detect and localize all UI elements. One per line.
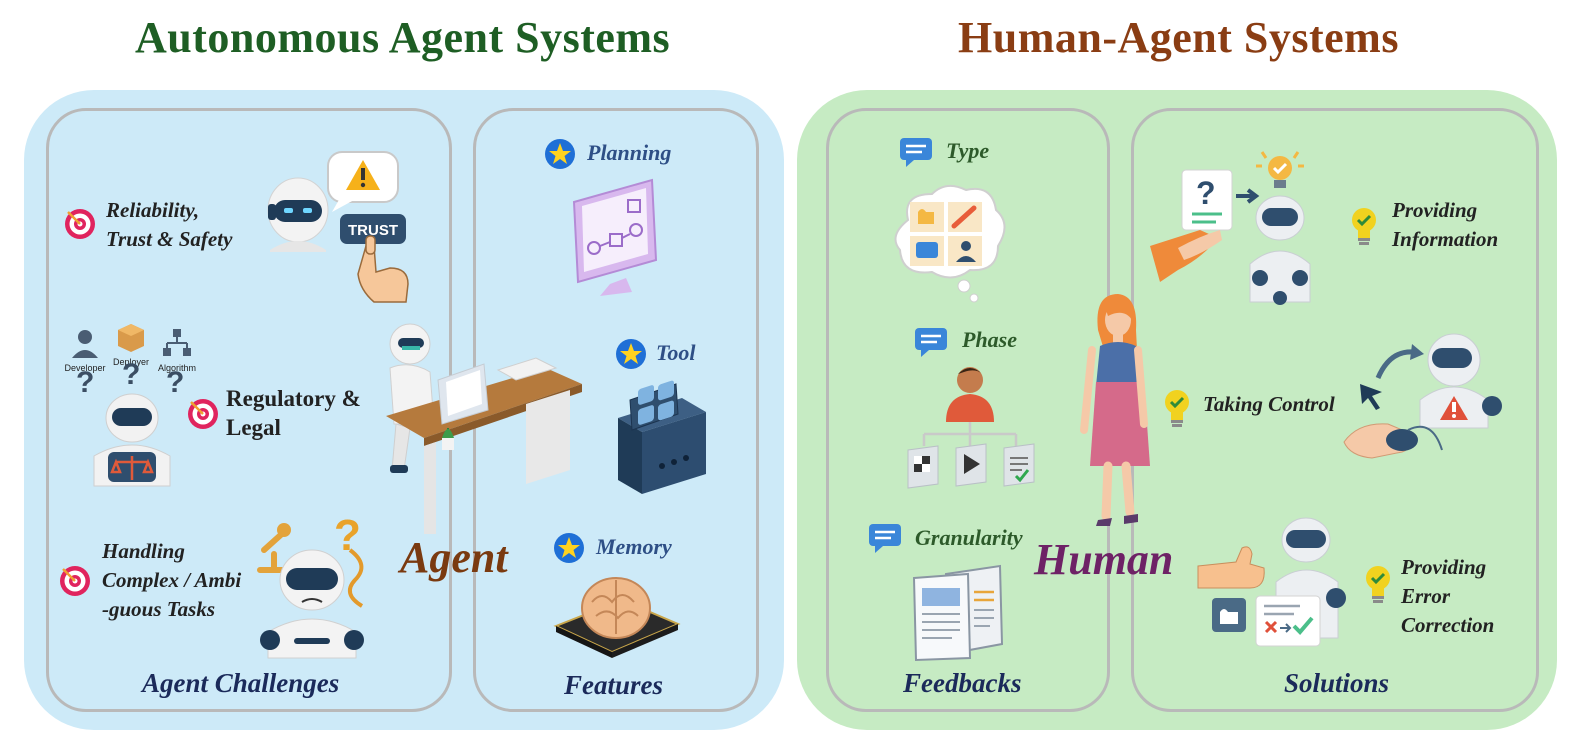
svg-text:?: ? <box>1196 175 1216 211</box>
role-deployer-label: Deployer <box>112 357 150 367</box>
challenge-complex-line1: Handling <box>102 539 185 563</box>
challenge-reliability-line1: Reliability, <box>106 198 200 222</box>
challenge-regulatory-line1: Regulatory & <box>226 386 361 411</box>
challenge-regulatory: Regulatory & Legal <box>226 384 361 442</box>
info-robot-illustration: ? <box>1150 151 1311 305</box>
feedback-type: Type <box>946 138 990 163</box>
legal-robot-illustration: ? ? ? <box>76 358 184 487</box>
challenge-regulatory-line2: Legal <box>226 415 281 440</box>
star-badge-icon <box>616 339 646 369</box>
solution-info-line2: Information <box>1392 227 1499 251</box>
solution-error-line3: Correction <box>1401 613 1495 637</box>
feature-planning: Planning <box>587 140 672 165</box>
challenge-complex-line3: -guous Tasks <box>102 597 216 621</box>
features-footer: Features <box>564 670 664 700</box>
solution-error-correction: Providing Error Correction <box>1401 553 1494 640</box>
solutions-footer: Solutions <box>1284 668 1390 698</box>
role-algorithm: Algorithm <box>154 328 200 373</box>
planning-monitor-illustration <box>572 178 658 296</box>
role-developer-label: Developer <box>64 363 106 373</box>
confused-robot-illustration: ? <box>257 511 364 659</box>
agent-at-desk-illustration <box>386 323 582 534</box>
solution-taking-control: Taking Control <box>1203 392 1335 416</box>
documents-illustration <box>912 564 1004 662</box>
challenge-complex-tasks: Handling Complex / Ambi -guous Tasks <box>102 537 241 624</box>
agent-challenges-footer: Agent Challenges <box>142 668 340 698</box>
toolbox-illustration <box>618 380 706 494</box>
error-correction-illustration <box>1197 517 1346 647</box>
lightbulb-icon <box>1165 390 1189 427</box>
trust-sign-text: TRUST <box>348 222 398 239</box>
role-algorithm-label: Algorithm <box>157 363 196 373</box>
chat-bubble-icon <box>900 138 932 167</box>
star-badge-icon <box>554 533 584 563</box>
svg-text:?: ? <box>122 358 140 391</box>
feature-tool: Tool <box>656 340 696 365</box>
svg-text:?: ? <box>334 511 361 560</box>
control-robot-illustration <box>1343 333 1502 459</box>
left-title: Autonomous Agent Systems <box>135 13 671 62</box>
right-title: Human-Agent Systems <box>958 13 1399 62</box>
solution-info-line1: Providing <box>1392 198 1478 222</box>
feature-memory: Memory <box>596 534 672 559</box>
lightbulb-icon <box>1352 208 1376 245</box>
target-icon <box>60 566 90 596</box>
role-deployer: Deployer <box>108 322 154 367</box>
flowchart-icon <box>163 329 191 356</box>
challenge-reliability: Reliability, Trust & Safety <box>106 196 232 254</box>
trust-robot-illustration: TRUST <box>267 151 409 303</box>
challenge-complex-line2: Complex / Ambi <box>102 568 242 592</box>
solution-error-line1: Providing <box>1401 555 1487 579</box>
thought-cloud-illustration <box>894 184 1006 303</box>
solution-providing-information: Providing Information <box>1392 196 1498 254</box>
svg-text:?: ? <box>166 366 184 399</box>
svg-text:?: ? <box>76 366 94 399</box>
human-label: Human <box>1034 535 1174 584</box>
solution-error-line2: Error <box>1401 584 1451 608</box>
feedbacks-footer: Feedbacks <box>903 668 1022 698</box>
role-developer: Developer <box>62 328 108 373</box>
star-badge-icon <box>545 139 575 169</box>
target-icon <box>188 399 218 429</box>
target-icon <box>65 209 95 239</box>
lightbulb-icon <box>1366 566 1390 603</box>
chat-bubble-icon <box>915 328 947 357</box>
agent-label: Agent <box>400 533 508 582</box>
human-illustration <box>1080 294 1150 526</box>
developer-icon <box>72 330 98 358</box>
brain-chip-illustration <box>553 577 681 658</box>
challenge-reliability-line2: Trust & Safety <box>106 227 233 251</box>
feedback-phase: Phase <box>962 327 1017 352</box>
phase-tree-illustration <box>907 367 1035 489</box>
box-icon <box>118 324 144 352</box>
feedback-granularity: Granularity <box>915 525 1023 550</box>
chat-bubble-icon <box>869 524 901 553</box>
